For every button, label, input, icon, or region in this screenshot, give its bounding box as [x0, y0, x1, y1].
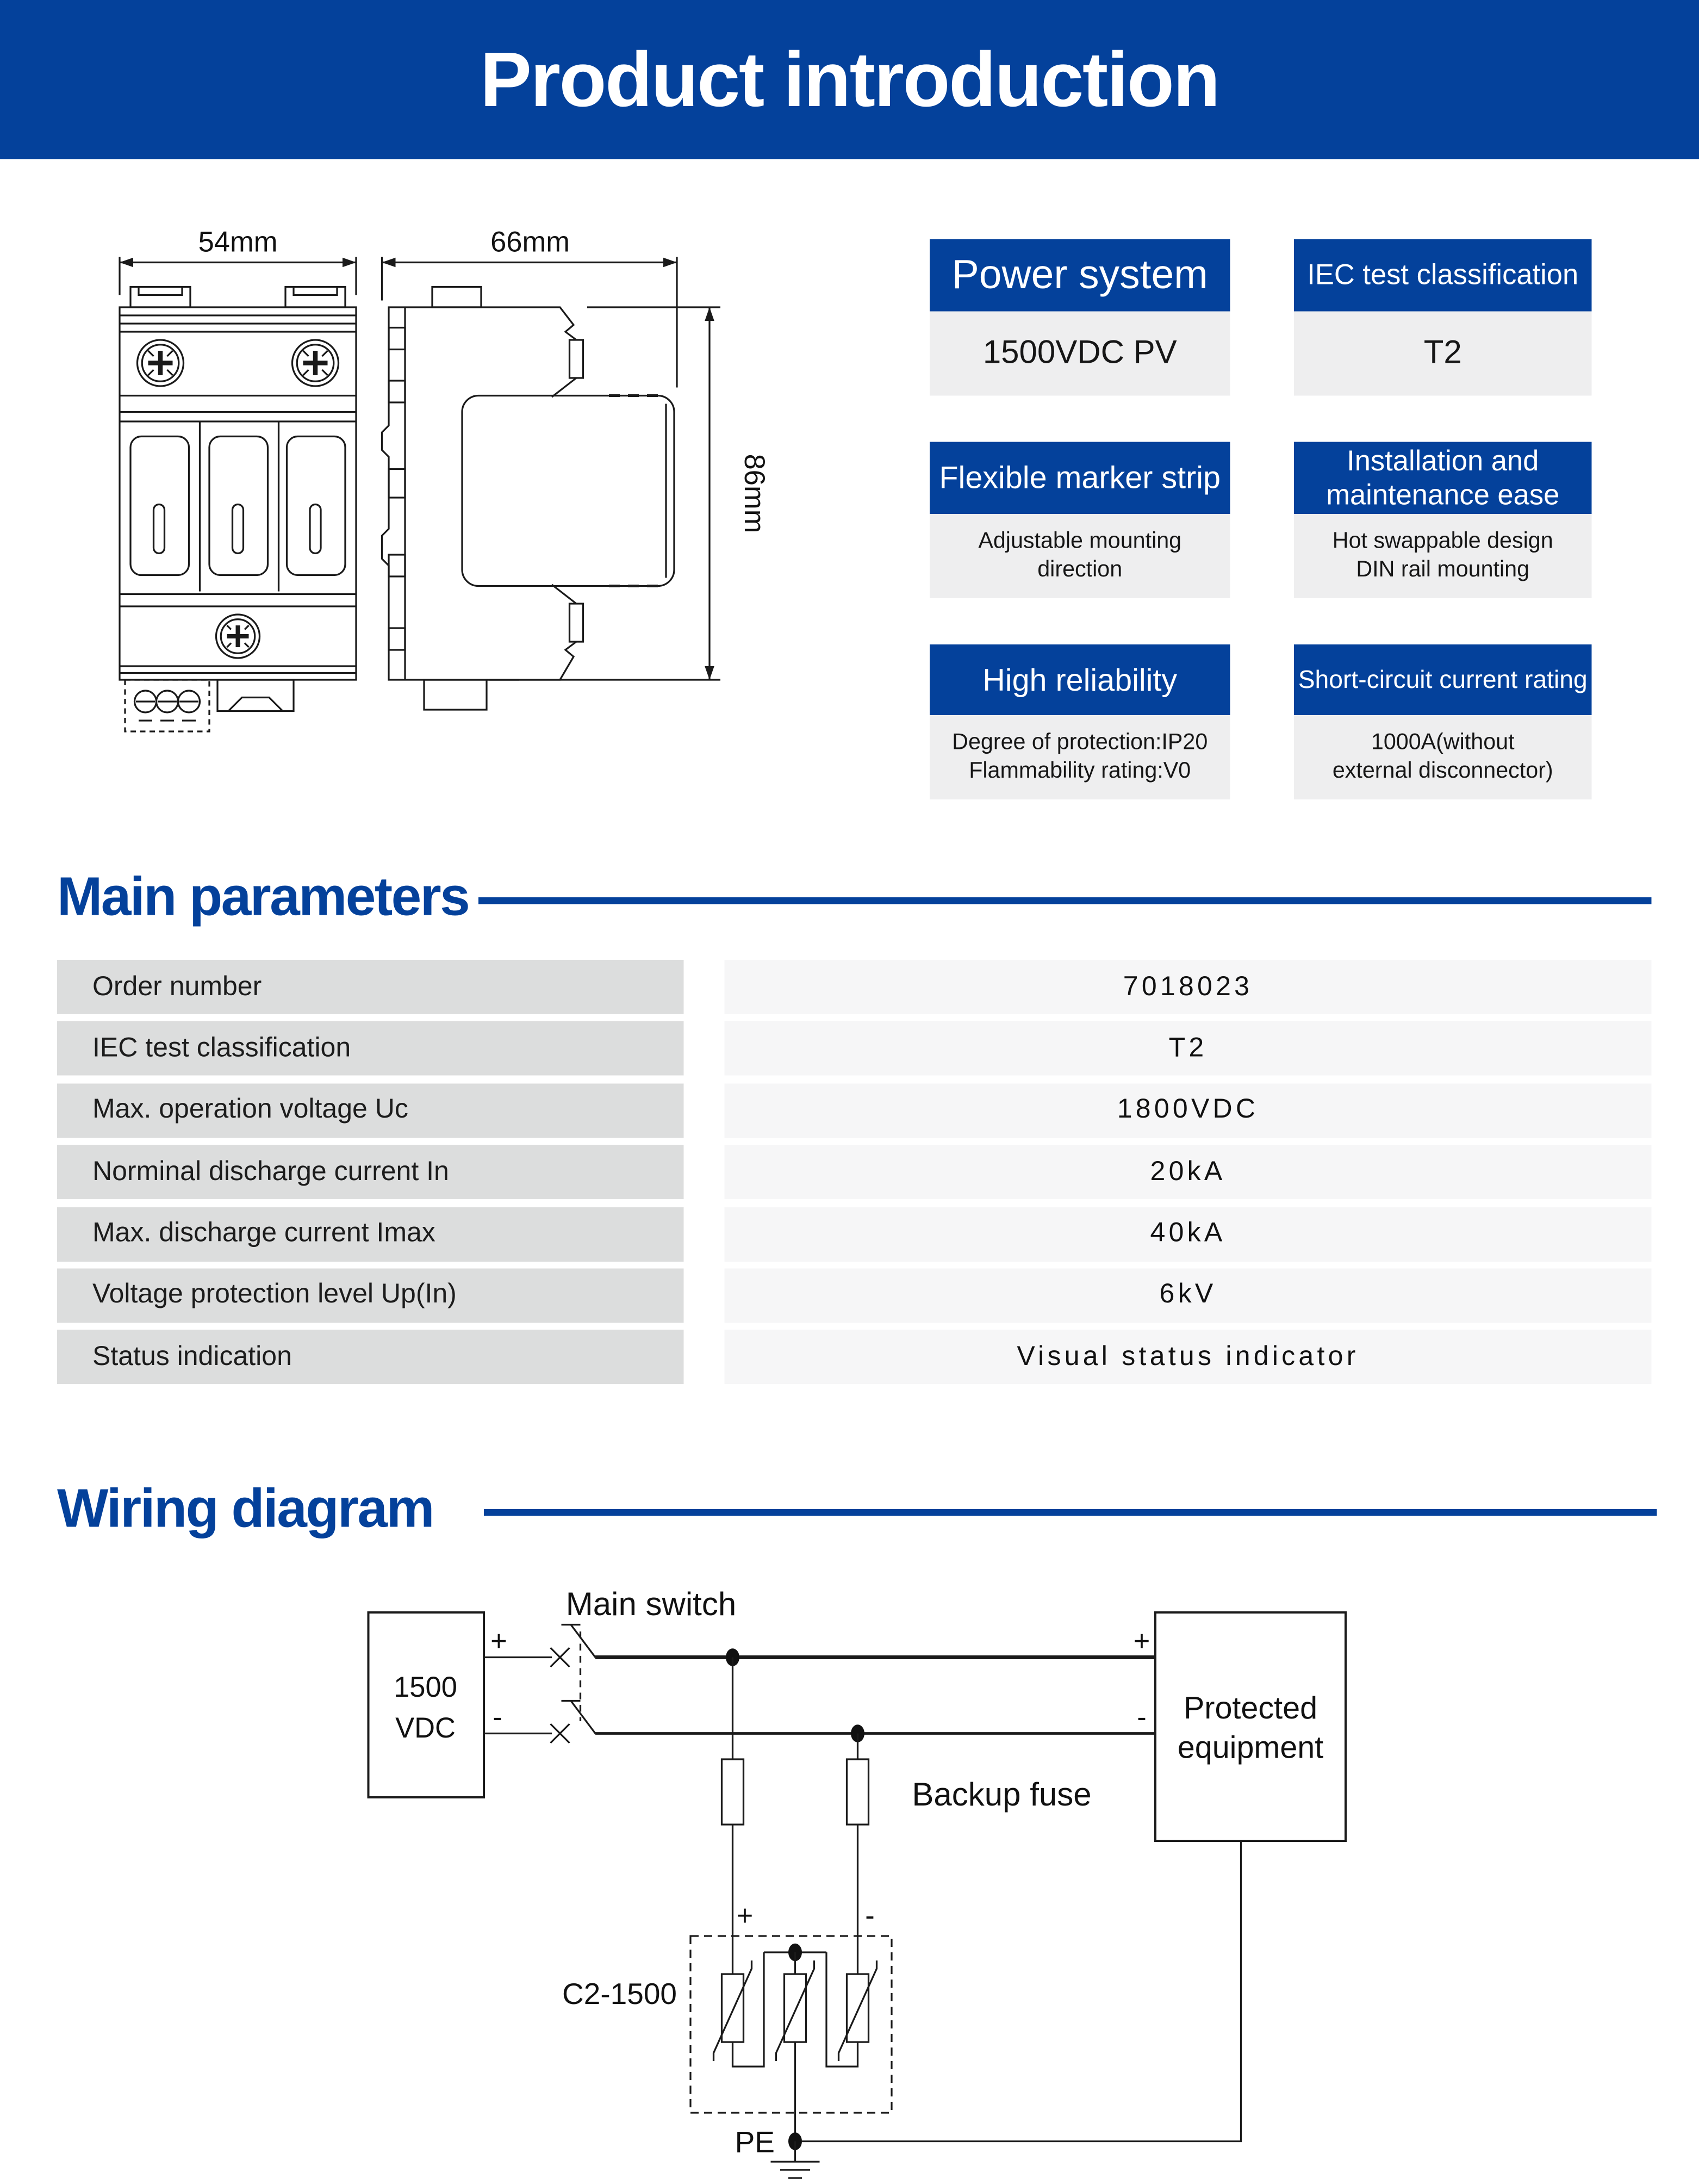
source-plus-label: + [490, 1625, 507, 1657]
feature-short-circuit: Short-circuit current rating 1000A(witho… [1294, 644, 1592, 799]
table-row: Voltage protection level Up(In) 6kV [57, 1268, 1652, 1323]
feature-short-circuit-title: Short-circuit current rating [1294, 644, 1592, 715]
table-row: Max. operation voltage Uc 1800VDC [57, 1083, 1652, 1138]
parameters-table: Order number 7018023 IEC test classifica… [57, 960, 1652, 1385]
equipment-plus-label: + [1134, 1625, 1150, 1657]
row-label: Voltage protection level Up(In) [57, 1268, 684, 1323]
protected-label-line1: Protected [1184, 1691, 1317, 1726]
wiring-diagram-rule [484, 1509, 1657, 1516]
backup-fuse-plus [720, 1657, 745, 1974]
table-row: Norminal discharge current In 20kA [57, 1145, 1652, 1200]
feature-reliability: High reliability Degree of protection:IP… [930, 644, 1230, 799]
plus-wire [484, 1623, 1155, 1668]
feature-power-system: Power system 1500VDC PV [930, 239, 1230, 396]
source-minus-label: - [493, 1701, 502, 1733]
screw-top-left [136, 339, 185, 387]
page-title: Product introduction [480, 36, 1221, 123]
feature-reliability-body: Degree of protection:IP20 Flammability r… [930, 715, 1230, 799]
wiring-diagram-title: Wiring diagram [57, 1479, 434, 1539]
screw-bottom [215, 613, 261, 659]
device-dimension-drawing: 54mm [119, 226, 770, 733]
table-row: IEC test classification T2 [57, 1021, 1652, 1076]
table-row: Max. discharge current Imax 40kA [57, 1206, 1652, 1261]
spd-minus-label: - [865, 1900, 874, 1932]
din-foot [216, 679, 295, 712]
feature-reliability-title: High reliability [930, 644, 1230, 715]
backup-fuse-label: Backup fuse [912, 1776, 1091, 1813]
page-banner: Product introduction [0, 0, 1699, 159]
feature-iec-body: T2 [1294, 311, 1592, 396]
table-row: Order number 7018023 [57, 960, 1652, 1014]
row-label: IEC test classification [57, 1021, 684, 1076]
feature-short-circuit-body: 1000A(without external disconnector) [1294, 715, 1592, 799]
row-label: Max. discharge current Imax [57, 1206, 684, 1261]
module-cartridges [120, 420, 356, 592]
row-value: Visual status indicator [724, 1330, 1652, 1385]
pe-label: PE [735, 2125, 775, 2159]
side-height-label: 86mm [738, 454, 770, 533]
minus-wire [484, 1699, 1155, 1744]
backup-fuse-minus [845, 1733, 870, 1974]
feature-marker-strip-body: Adjustable mounting direction [930, 514, 1230, 598]
feature-marker-strip-title: Flexible marker strip [930, 442, 1230, 514]
protected-equipment-box [1154, 1611, 1347, 1842]
spd-box [689, 1935, 893, 2114]
feature-marker-strip: Flexible marker strip Adjustable mountin… [930, 442, 1230, 598]
equipment-minus-label: - [1137, 1701, 1146, 1733]
row-value: 6kV [724, 1268, 1652, 1323]
row-value: 20kA [724, 1145, 1652, 1200]
spd-internal-wiring [731, 1943, 859, 2142]
source-box [367, 1611, 485, 1798]
feature-power-system-body: 1500VDC PV [930, 311, 1230, 396]
row-value: 7018023 [724, 960, 1652, 1014]
row-label: Status indication [57, 1330, 684, 1385]
source-label-line1: 1500 [394, 1671, 457, 1703]
row-label: Norminal discharge current In [57, 1145, 684, 1200]
wiring-diagram: Main switch 1500 VDC Protected equipment… [367, 1586, 1347, 2179]
row-value: T2 [724, 1021, 1652, 1076]
main-switch-label: Main switch [566, 1586, 736, 1622]
main-parameters-rule [478, 897, 1652, 904]
feature-installation-body: Hot swappable design DIN rail mounting [1294, 514, 1592, 598]
feature-installation: Installation and maintenance ease Hot sw… [1294, 442, 1592, 598]
terminal-block [124, 679, 210, 733]
spd-model-label: C2-1500 [562, 1977, 677, 2011]
protected-label-line2: equipment [1178, 1730, 1324, 1765]
pe-return-wire [802, 1841, 1242, 2143]
row-value: 1800VDC [724, 1083, 1652, 1138]
feature-iec-title: IEC test classification [1294, 239, 1592, 312]
row-label: Order number [57, 960, 684, 1014]
source-label-line2: VDC [395, 1712, 456, 1744]
feature-installation-title: Installation and maintenance ease [1294, 442, 1592, 514]
side-width-label: 66mm [490, 226, 570, 258]
front-view [119, 286, 357, 733]
feature-power-system-title: Power system [930, 239, 1230, 312]
feature-iec: IEC test classification T2 [1294, 239, 1592, 396]
side-view [381, 286, 675, 711]
row-label: Max. operation voltage Uc [57, 1083, 684, 1138]
ground-symbol [770, 2141, 820, 2179]
main-parameters-title: Main parameters [57, 867, 470, 927]
row-value: 40kA [724, 1206, 1652, 1261]
spd-plus-label: + [737, 1900, 754, 1932]
screw-top-right [291, 339, 340, 387]
table-row: Status indication Visual status indicato… [57, 1330, 1652, 1385]
front-width-label: 54mm [198, 226, 278, 258]
